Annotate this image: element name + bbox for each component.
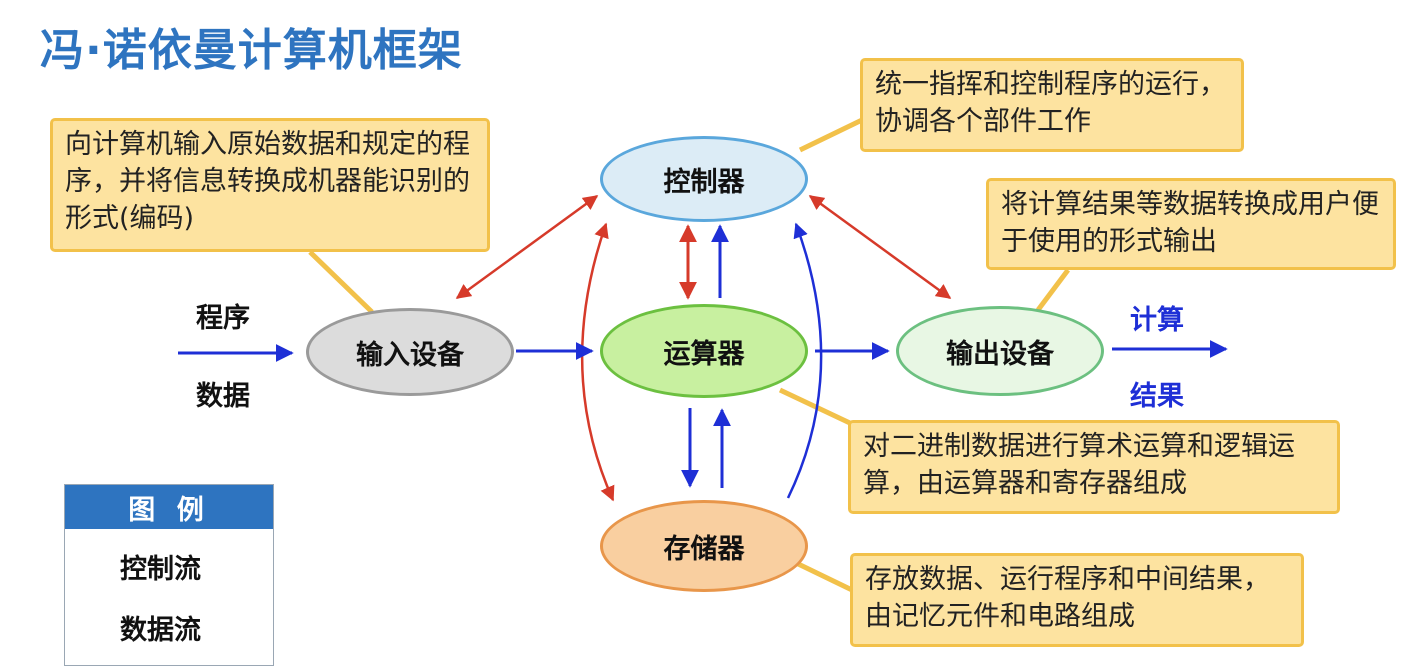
output-label-compute: 计算: [1130, 305, 1184, 336]
memory-description-callout: 存放数据、运行程序和中间结果，由记忆元件和电路组成: [850, 553, 1304, 647]
alu-node: 运算器: [600, 304, 808, 398]
controller-description-callout: 统一指挥和控制程序的运行，协调各个部件工作: [860, 58, 1244, 152]
callout-connector-input: [308, 250, 374, 314]
legend-control-flow-label: 控制流: [120, 554, 201, 585]
legend-data-flow-label: 数据流: [120, 615, 201, 646]
controller-node: 控制器: [600, 136, 808, 222]
input-device-node: 输入设备: [306, 308, 514, 396]
control-arrow-controller-memory: [580, 222, 615, 502]
legend-header: 图 例: [65, 485, 273, 529]
input-description-callout: 向计算机输入原始数据和规定的程序，并将信息转换成机器能识别的形式(编码): [50, 118, 490, 252]
input-label-program: 程序: [196, 303, 250, 334]
input-label-data: 数据: [196, 381, 250, 412]
memory-node: 存储器: [600, 500, 808, 592]
callout-connector-controller: [798, 117, 864, 153]
page-title: 冯·诺依曼计算机框架: [40, 25, 463, 76]
legend: 图 例: [64, 484, 274, 666]
data-arrow-memory-controller: [786, 222, 823, 499]
alu-description-callout: 对二进制数据进行算术运算和逻辑运算，由运算器和寄存器组成: [848, 420, 1340, 514]
control-arrow-controller-output: [808, 194, 952, 300]
callout-connector-memory: [788, 557, 854, 593]
control-arrow-controller-input: [455, 194, 599, 300]
output-description-callout: 将计算结果等数据转换成用户便于使用的形式输出: [986, 178, 1396, 270]
output-label-result: 结果: [1130, 381, 1184, 412]
output-device-node: 输出设备: [896, 306, 1104, 396]
callout-connector-output: [1036, 268, 1070, 312]
